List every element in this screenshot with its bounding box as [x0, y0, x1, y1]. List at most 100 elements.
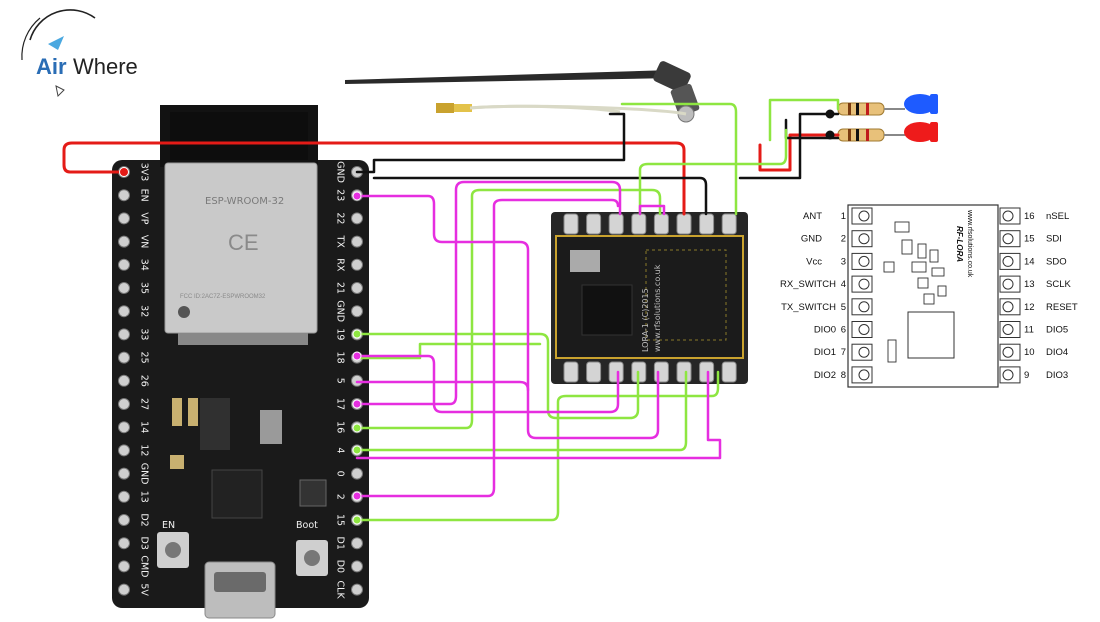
esp32-right-pin-label: 2: [335, 494, 346, 500]
esp32-right-pin-label: 16: [335, 421, 346, 433]
wire-magenta-17: [355, 180, 622, 406]
esp32-right-pin: [351, 305, 363, 318]
esp32-left-pin: [118, 328, 130, 341]
pinout-right-name: RESET: [1046, 302, 1078, 313]
lora-top-pad: [699, 213, 715, 235]
wire-green-led: [620, 102, 738, 216]
pinout-left-name: RX_SWITCH: [780, 279, 836, 290]
esp32-right-pin-label: RX: [335, 258, 346, 272]
pinout-left-hole: [858, 301, 870, 313]
esp32-right-pin-label: D0: [335, 560, 346, 573]
esp32-left-pin-labels: 3V3ENVPVN343532332526271412GND13D2D3CMD5…: [139, 163, 150, 597]
pinout-left-hole: [858, 255, 870, 267]
esp32-left-pin: [118, 490, 130, 503]
pinout-left-num: 6: [841, 325, 846, 336]
pinout-left-name: GND: [801, 234, 822, 245]
pinout-right-num: 9: [1024, 370, 1029, 381]
esp32-left-pin-label: 33: [139, 328, 150, 340]
pinout-left-name: DIO1: [814, 347, 836, 358]
wire-green-16: [355, 188, 662, 430]
esp32-right-pin-label: 23: [335, 189, 346, 201]
pinout-left-name: Vcc: [806, 256, 822, 267]
pinout-chip: [907, 311, 955, 359]
pinout-outline: [847, 204, 999, 388]
esp32-left-pin: [118, 258, 130, 271]
logo-where-text: Where: [73, 54, 138, 79]
esp32-left-pin-label: 32: [139, 305, 150, 317]
wire-green-led-blue: [768, 98, 840, 142]
pinout-right-name: SDO: [1046, 256, 1067, 267]
esp32-left-pin-label: 25: [139, 352, 150, 364]
pinout-left-hole: [858, 324, 870, 335]
esp32-right-pin-label: GND: [335, 300, 346, 322]
pinout-right-num: 14: [1024, 256, 1035, 267]
lora-top-pad: [676, 213, 692, 235]
pinout-right-num: 16: [1024, 211, 1035, 222]
red-led: [837, 122, 938, 142]
esp32-left-pin: [118, 560, 130, 573]
esp32-right-pin: [351, 282, 363, 294]
blue-led: [837, 94, 938, 116]
lora-bottom-pad: [699, 361, 715, 383]
pinout-left-num: 4: [841, 279, 846, 290]
esp32-right-pin-label: 21: [335, 282, 346, 294]
wire-magenta-23: [355, 194, 660, 440]
esp32-left-pin-label: 14: [139, 421, 150, 433]
esp32-left-pin-label: VP: [139, 212, 150, 224]
esp32-left-pin-label: 3V3: [139, 163, 150, 182]
wire-black-gnd-lora: [372, 176, 708, 216]
fcc-id: FCC ID:2AC7Z-ESPWROOM32: [180, 294, 266, 300]
esp32-left-pin: [118, 537, 130, 550]
pinout-right-name: DIO5: [1046, 325, 1068, 336]
esp32-right-pin: [351, 258, 363, 271]
esp32-left-pin-label: D3: [139, 537, 150, 550]
esp32-right-pin-label: GND: [335, 161, 346, 183]
lora-top-pad: [608, 213, 624, 235]
pinout-right-name: nSEL: [1046, 211, 1069, 222]
pinout-right-name: DIO4: [1046, 347, 1068, 358]
lora-bottom-pad: [676, 361, 692, 383]
pinout-right-name: SCLK: [1046, 279, 1071, 290]
esp32-right-pin-label: 0: [335, 471, 346, 477]
lora-text-1: www.rfsolutions.co.uk: [653, 264, 662, 352]
esp32-left-pin: [118, 583, 130, 596]
wire-red-3v3: [62, 141, 686, 216]
svg-text:CE: CE: [228, 230, 259, 255]
esp32-right-pin: [351, 467, 363, 480]
pinout-right-num: 10: [1024, 347, 1035, 358]
lora-bottom-pad: [653, 361, 669, 383]
boot-label: Boot: [296, 520, 318, 531]
esp32-right-pin-label: CLK: [335, 581, 346, 600]
esp32-left-pin: [118, 467, 130, 480]
esp32-right-pin-label: 19: [335, 328, 346, 340]
lora-top-pad: [721, 213, 737, 235]
esp32-left-pin-label: 35: [139, 282, 150, 294]
lora-bottom-pad: [608, 361, 624, 383]
pinout-url: www.rfsolutions.co.uk: [966, 209, 973, 278]
lora-module-pads: [563, 213, 737, 383]
airwhere-logo: Air Where: [21, 9, 138, 98]
esp32-right-pin: [351, 212, 363, 225]
lora-bottom-pad: [721, 361, 737, 383]
esp32-left-pin-label: CMD: [139, 555, 150, 577]
pinout-right-hole: [1002, 346, 1014, 358]
esp32-left-pin-label: 26: [139, 375, 150, 387]
pinout-left-num: 8: [841, 370, 846, 381]
pinout-left-num: 5: [841, 302, 846, 313]
pinout-right-name: DIO3: [1046, 370, 1068, 381]
wires: [62, 98, 840, 522]
esp32-left-pin-label: 5V: [139, 583, 150, 596]
esp32-left-pin: [118, 212, 130, 225]
wire-black-gnd: [355, 112, 626, 174]
pinout-left-name: TX_SWITCH: [781, 302, 836, 313]
lora-text-2: LORA-1 (C)2015: [641, 288, 650, 352]
esp32-left-pin-label: VN: [139, 235, 150, 249]
esp32-right-pin: [351, 537, 363, 550]
wire-magenta-2: [355, 198, 620, 498]
resistor-blue: [837, 102, 885, 116]
lora-bottom-pad: [586, 361, 602, 383]
esp32-left-pin: [118, 374, 130, 387]
wire-endpoints: [119, 109, 835, 525]
pinout-brand: RF-LORA: [955, 226, 964, 262]
